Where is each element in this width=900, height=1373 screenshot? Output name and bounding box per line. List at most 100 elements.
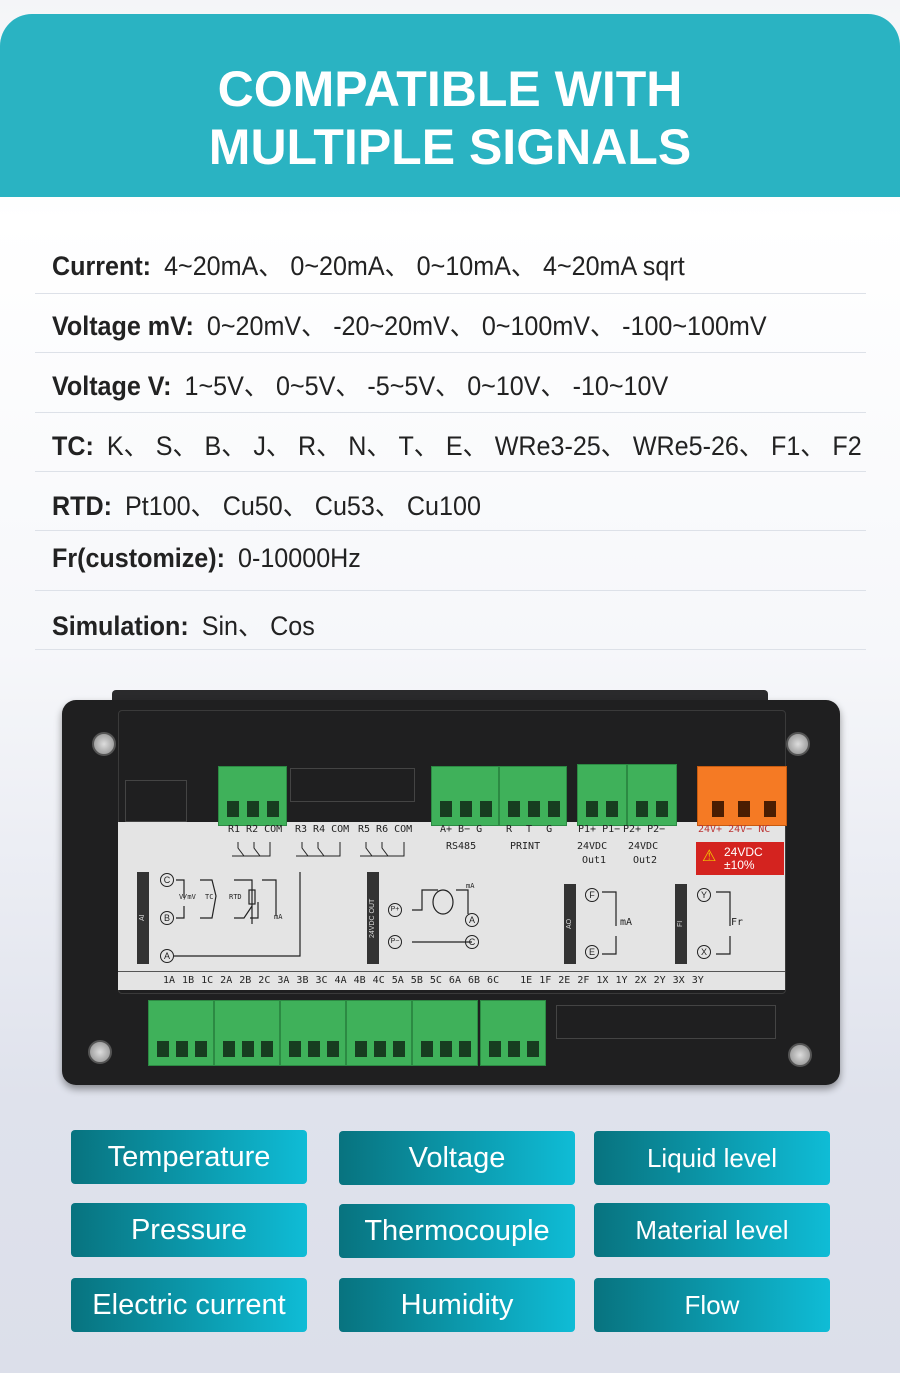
signal-row-current: Current: 4~20mA、 0~20mA、 0~10mA、 4~20mA s… <box>52 244 685 284</box>
signal-row-simulation: Simulation: Sin、 Cos <box>52 604 315 644</box>
panel-slot <box>556 1005 776 1039</box>
signal-row-rtd: RTD: Pt100、 Cu50、 Cu53、 Cu100 <box>52 484 481 524</box>
screw-icon <box>786 732 810 756</box>
terminal-label: 24V+ 24V− NC <box>698 824 771 835</box>
header-title-line2: MULTIPLE SIGNALS <box>208 119 692 175</box>
signal-values: 0-10000Hz <box>238 543 361 573</box>
diagram-label: mA <box>620 917 633 928</box>
divider <box>35 530 866 531</box>
screw-icon <box>92 732 116 756</box>
terminal-sublabel: RS485 <box>446 841 477 852</box>
terminal-block-1 <box>148 1000 214 1066</box>
node-p-minus: P− <box>388 935 402 949</box>
terminal-label: R3 R4 COM <box>295 824 350 835</box>
warning-tolerance: ±10% <box>724 858 755 872</box>
wiring-diagram <box>174 872 731 957</box>
terminal-block-out2 <box>627 764 677 826</box>
diagram-label: RTD <box>229 893 242 901</box>
app-humidity[interactable]: Humidity <box>339 1278 575 1332</box>
terminal-block-rs485 <box>431 766 499 826</box>
warning-voltage: 24VDC <box>724 845 763 859</box>
signal-row-voltage-mv: Voltage mV: 0~20mV、 -20~20mV、 0~100mV、 -1… <box>52 304 767 344</box>
signal-row-tc: TC: K、 S、 B、 J、 R、 N、 T、 E、 WRe3-25、 WRe5… <box>52 424 862 464</box>
signal-label: Current: <box>52 251 152 281</box>
diagram-label: TC <box>205 893 214 901</box>
diagram-label: mA <box>466 882 475 890</box>
warning-icon: ⚠ <box>702 848 717 865</box>
signal-label: Voltage V: <box>52 371 172 401</box>
signal-values: 4~20mA、 0~20mA、 0~10mA、 4~20mA sqrt <box>164 251 685 281</box>
screw-icon <box>88 1040 112 1064</box>
app-pressure[interactable]: Pressure <box>71 1203 307 1257</box>
node-a: A <box>160 949 174 963</box>
app-temperature[interactable]: Temperature <box>71 1130 307 1184</box>
signal-label: Simulation: <box>52 611 189 641</box>
node-c2: C <box>465 935 479 949</box>
signal-values: 1~5V、 0~5V、 -5~5V、 0~10V、 -10~10V <box>184 371 669 401</box>
terminal-sublabel: Out1 <box>582 855 607 866</box>
terminal-label: R5 R6 COM <box>358 824 413 835</box>
divider <box>35 352 866 353</box>
signal-values: Sin、 Cos <box>201 611 315 641</box>
divider <box>35 649 866 650</box>
signal-values: 0~20mV、 -20~20mV、 0~100mV、 -100~100mV <box>206 311 767 341</box>
terminal-block-power <box>697 766 787 826</box>
terminal-sublabel: PRINT <box>510 841 541 852</box>
terminal-block-out1 <box>577 764 627 826</box>
terminal-sublabel: Out2 <box>633 855 658 866</box>
terminal-label: R T G <box>506 824 553 835</box>
signal-label: Fr(customize): <box>52 543 225 573</box>
diagram-label: mA <box>274 913 283 921</box>
node-y: Y <box>697 888 711 902</box>
terminal-block-3 <box>280 1000 346 1066</box>
divider <box>118 971 785 972</box>
app-material-level[interactable]: Material level <box>594 1203 830 1257</box>
terminal-block-print <box>499 766 567 826</box>
app-liquid-level[interactable]: Liquid level <box>594 1131 830 1185</box>
relay-switch-symbols <box>232 842 405 857</box>
node-x: X <box>697 945 711 959</box>
power-warning-badge: ⚠ 24VDC ±10% <box>696 842 784 875</box>
divider <box>35 471 866 472</box>
node-b: B <box>160 911 174 925</box>
node-p-plus: P+ <box>388 903 402 917</box>
diagram-label: Fr <box>731 917 744 928</box>
signal-label: RTD: <box>52 491 112 521</box>
app-flow[interactable]: Flow <box>594 1278 830 1332</box>
app-thermocouple[interactable]: Thermocouple <box>339 1204 575 1258</box>
terminal-label: P2+ P2− <box>623 824 666 835</box>
bottom-terminal-labels: 1A 1B 1C 2A 2B 2C 3A 3B 3C 4A 4B 4C 5A 5… <box>163 975 704 986</box>
wiring-label-panel <box>118 822 785 990</box>
app-voltage[interactable]: Voltage <box>339 1131 575 1185</box>
section-bar-ai: AI <box>137 872 149 964</box>
node-c: C <box>160 873 174 887</box>
signal-row-fr: Fr(customize): 0-10000Hz <box>52 543 361 583</box>
node-e: E <box>585 945 599 959</box>
terminal-block-relay <box>218 766 287 826</box>
terminal-sublabel: 24VDC <box>577 841 608 852</box>
divider <box>35 293 866 294</box>
terminal-block-6 <box>480 1000 546 1066</box>
header-title-line1: COMPATIBLE WITH <box>217 61 683 117</box>
diagram-label: V/mV <box>179 893 196 901</box>
terminal-label: R1 R2 COM <box>228 824 283 835</box>
terminal-block-5 <box>412 1000 478 1066</box>
signal-label: Voltage mV: <box>52 311 194 341</box>
screw-icon <box>788 1043 812 1067</box>
terminal-block-2 <box>214 1000 280 1066</box>
signal-values: K、 S、 B、 J、 R、 N、 T、 E、 WRe3-25、 WRe5-26… <box>106 431 862 461</box>
node-a2: A <box>465 913 479 927</box>
terminal-label: A+ B− G <box>440 824 483 835</box>
panel-slot <box>290 768 415 802</box>
signal-row-voltage-v: Voltage V: 1~5V、 0~5V、 -5~5V、 0~10V、 -10~… <box>52 364 668 404</box>
signal-label: TC: <box>52 431 94 461</box>
terminal-block-4 <box>346 1000 412 1066</box>
header-banner: COMPATIBLE WITH MULTIPLE SIGNALS <box>0 14 900 197</box>
terminal-sublabel: 24VDC <box>628 841 659 852</box>
signal-values: Pt100、 Cu50、 Cu53、 Cu100 <box>124 491 481 521</box>
app-electric-current[interactable]: Electric current <box>71 1278 307 1332</box>
terminal-label: P1+ P1− <box>578 824 621 835</box>
panel-slot <box>125 780 187 822</box>
divider <box>35 412 866 413</box>
node-f: F <box>585 888 599 902</box>
